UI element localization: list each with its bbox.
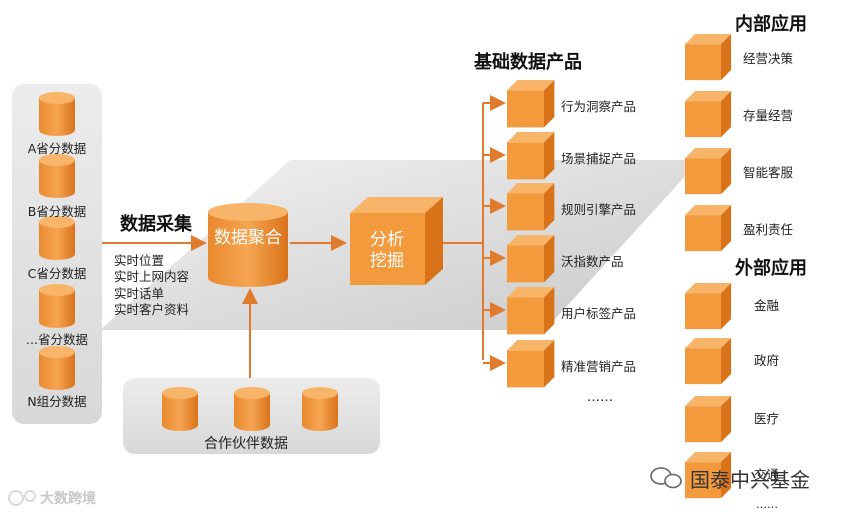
internal-app-cube bbox=[685, 148, 732, 195]
province-cylinder bbox=[39, 346, 75, 390]
partner-cylinder bbox=[234, 387, 270, 431]
external-title: 外部应用 bbox=[735, 258, 807, 279]
product-cube bbox=[507, 235, 555, 283]
collection-title: 数据采集 bbox=[120, 214, 192, 235]
province-cylinder bbox=[39, 284, 75, 328]
external-app-label: 医疗 bbox=[754, 411, 780, 426]
internal-title: 内部应用 bbox=[735, 14, 807, 35]
product-label: 场景捕捉产品 bbox=[561, 151, 637, 166]
analyze-label: 分析挖掘 bbox=[358, 230, 416, 272]
product-label: 规则引擎产品 bbox=[561, 202, 637, 217]
product-cube bbox=[507, 287, 555, 335]
analyze-cube bbox=[350, 197, 443, 285]
province-cylinder bbox=[39, 92, 75, 136]
collection-item: 实时上网内容 bbox=[114, 269, 190, 284]
external-app-label: 金融 bbox=[754, 298, 780, 313]
aggregate-label: 数据聚合 bbox=[213, 228, 283, 249]
product-label: 行为洞察产品 bbox=[561, 99, 637, 114]
collection-item: 实时客户资料 bbox=[114, 302, 190, 317]
external-more: …… bbox=[756, 498, 778, 511]
internal-app-label: 存量经营 bbox=[743, 108, 794, 123]
internal-app-label: 经营决策 bbox=[743, 51, 794, 66]
internal-app-label: 智能客服 bbox=[743, 165, 794, 180]
internal-app-cube bbox=[685, 205, 732, 252]
internal-app-cube bbox=[685, 34, 732, 81]
external-app-cube bbox=[685, 396, 732, 443]
external-app-cube bbox=[685, 338, 732, 385]
external-app-label: 交通 bbox=[754, 467, 780, 482]
external-app-label: 政府 bbox=[754, 353, 780, 368]
partner-cylinder bbox=[302, 387, 338, 431]
left-watermark-logo bbox=[8, 490, 36, 506]
right-watermark-logo bbox=[650, 467, 682, 489]
product-label: 精准营销产品 bbox=[561, 359, 637, 374]
internal-app-label: 盈利责任 bbox=[743, 222, 794, 237]
analyze-text: 分析挖掘 bbox=[370, 230, 404, 271]
partner-cylinder bbox=[162, 387, 198, 431]
product-cube bbox=[507, 340, 555, 388]
province-label: A省分数据 bbox=[27, 141, 87, 156]
province-label: C省分数据 bbox=[27, 266, 87, 281]
province-cylinder bbox=[39, 216, 75, 260]
right-watermark-text: 国泰中兴基金 bbox=[690, 468, 810, 492]
product-label: 沃指数产品 bbox=[561, 254, 624, 269]
aggregate-cylinder bbox=[208, 203, 288, 287]
product-cube bbox=[507, 80, 555, 128]
partner-data-label: 合作伙伴数据 bbox=[204, 436, 288, 452]
collection-item: 实时位置 bbox=[114, 253, 165, 268]
products-title: 基础数据产品 bbox=[474, 52, 582, 73]
province-label: ...省分数据 bbox=[26, 332, 88, 347]
products-more: …… bbox=[587, 390, 613, 405]
left-watermark-text: 大数跨境 bbox=[40, 491, 96, 507]
internal-app-cube bbox=[685, 91, 732, 138]
product-cube bbox=[507, 132, 555, 180]
external-app-cube bbox=[685, 452, 732, 499]
province-label: B省分数据 bbox=[27, 204, 87, 219]
aggregate-text: 数据聚合 bbox=[214, 228, 282, 248]
product-cube bbox=[507, 183, 555, 231]
collection-item: 实时话单 bbox=[114, 286, 165, 301]
province-label: N组分数据 bbox=[27, 394, 87, 409]
branch-arrows bbox=[483, 95, 506, 371]
external-app-cube bbox=[685, 283, 732, 330]
product-label: 用户标签产品 bbox=[561, 306, 637, 321]
province-cylinder bbox=[39, 154, 75, 198]
